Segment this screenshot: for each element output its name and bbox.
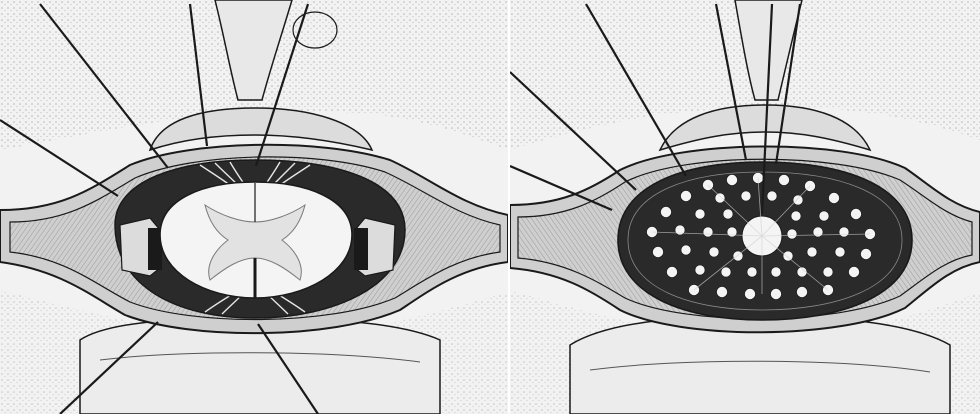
cauda-equina-illustration [510, 0, 980, 414]
right-root-ganglion-dark [354, 228, 368, 270]
cauda-equina-panel [510, 0, 980, 414]
spinal-cord-panel [0, 0, 508, 414]
spinal-cord-illustration [0, 0, 508, 414]
